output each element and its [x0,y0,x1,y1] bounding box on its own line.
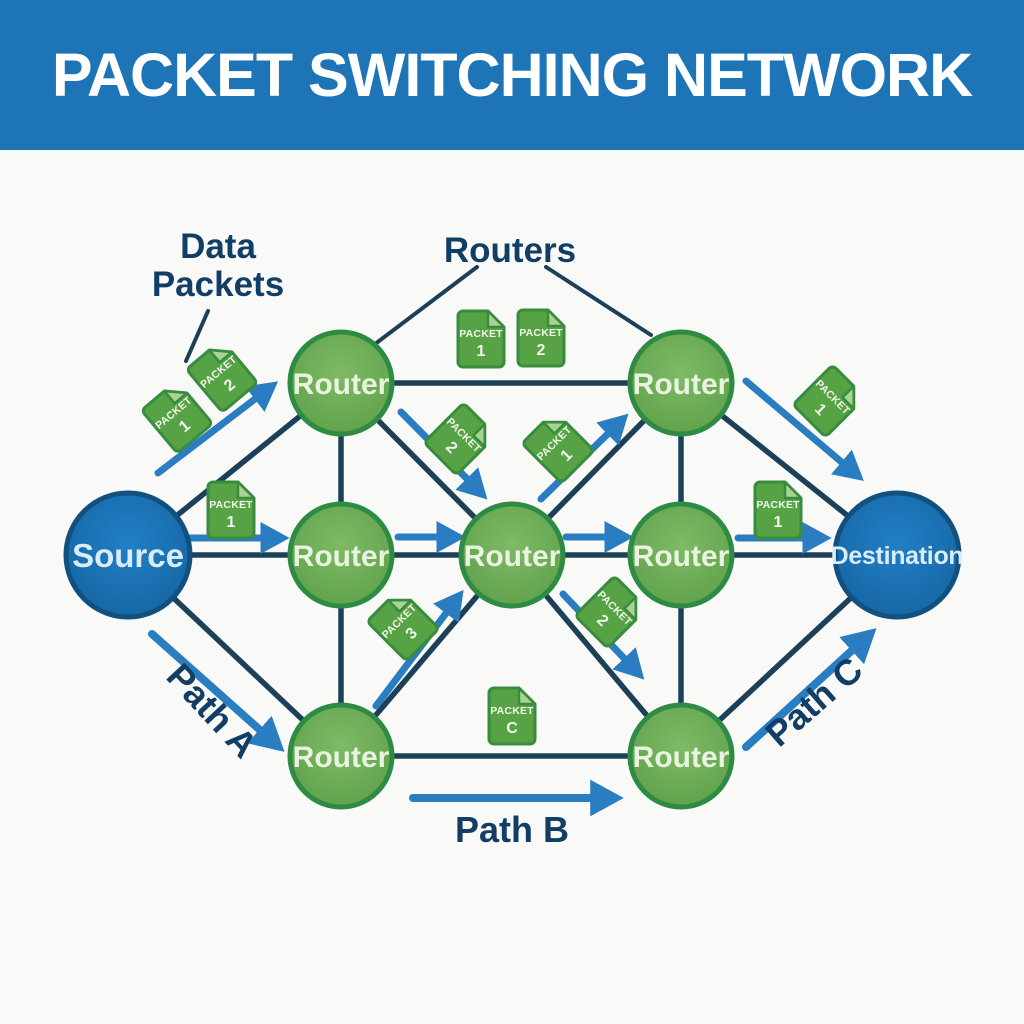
packet-icon: PACKET 1 [520,409,596,485]
router-label: Router [633,368,730,401]
destination-circle [832,490,962,620]
router-label: Router [464,540,561,573]
router-label: Router [633,540,730,573]
node-router-top-left: Router [287,329,395,437]
data-packets-label-line2: Packets [152,265,284,304]
node-destination: Destination [831,490,964,620]
source-circle [63,490,193,620]
packet-icon: PACKET 1 [753,480,803,540]
packet-number: 2 [537,342,546,359]
arrow-path-c [742,628,877,751]
packet-icon: PACKET 2 [573,574,649,650]
node-source: Source [63,490,193,620]
routers-label: Routers [444,231,576,270]
router-circle [627,329,735,437]
packet-label: PACKET [519,327,563,339]
router-circle [458,501,566,609]
node-router-center: Router [458,501,566,609]
packet-icon: PACKET 3 [365,587,441,663]
node-router-mid-left: Router [287,501,395,609]
packet-label: PACKET [459,328,503,340]
path-b-label: Path B [455,809,569,850]
packet-icon: PACKET C [487,686,537,746]
arrow-top-right-to-destination [742,377,864,481]
node-router-bottom-right: Router [627,702,735,810]
packet-icon: PACKET 1 [139,379,215,455]
node-router-bottom-left: Router [287,702,395,810]
packet-number: 1 [477,343,486,360]
packet-icon: PACKET 1 [456,309,506,369]
router-label: Router [633,741,730,774]
packet-icon: PACKET 1 [791,363,867,439]
packet-icon: PACKET 2 [516,308,566,368]
packet-label: PACKET [756,499,800,511]
pointer-routers-right [544,265,653,337]
router-circle [287,329,395,437]
router-circle [627,702,735,810]
network-diagram: Source Destination Router Router Router … [63,227,964,850]
packet-icon: PACKET 2 [422,401,498,477]
router-circle [627,501,735,609]
packet-number: 1 [774,514,783,531]
router-label: Router [293,540,390,573]
title-banner: PACKET SWITCHING NETWORK [0,0,1024,150]
path-c-label: Path C [757,649,870,755]
arrow-source-to-router-top-left [154,381,279,477]
source-label: Source [72,537,184,574]
destination-label: Destination [831,542,964,570]
arrow-path-a [148,630,285,752]
packet-flow-arrows [148,377,877,817]
packet-icons: PACKET 1 PACKET 2 PACKET 1 PACKET 1 PACK… [139,308,867,746]
packet-label: PACKET [209,499,253,511]
node-router-top-right: Router [627,329,735,437]
node-router-mid-right: Router [627,501,735,609]
router-circle [287,501,395,609]
packet-number: 1 [227,514,236,531]
router-label: Router [293,741,390,774]
packet-number: C [506,720,518,737]
packet-label: PACKET [490,705,534,717]
data-packets-label-line1: Data [180,227,256,266]
annotation-pointers [184,265,653,363]
packet-icon: PACKET 2 [184,338,260,414]
pointer-data-packets [184,309,210,363]
router-circle [287,702,395,810]
router-label: Router [293,368,390,401]
pointer-routers-left [373,265,479,346]
page-title: PACKET SWITCHING NETWORK [51,41,973,109]
packet-icon: PACKET 1 [206,480,256,540]
